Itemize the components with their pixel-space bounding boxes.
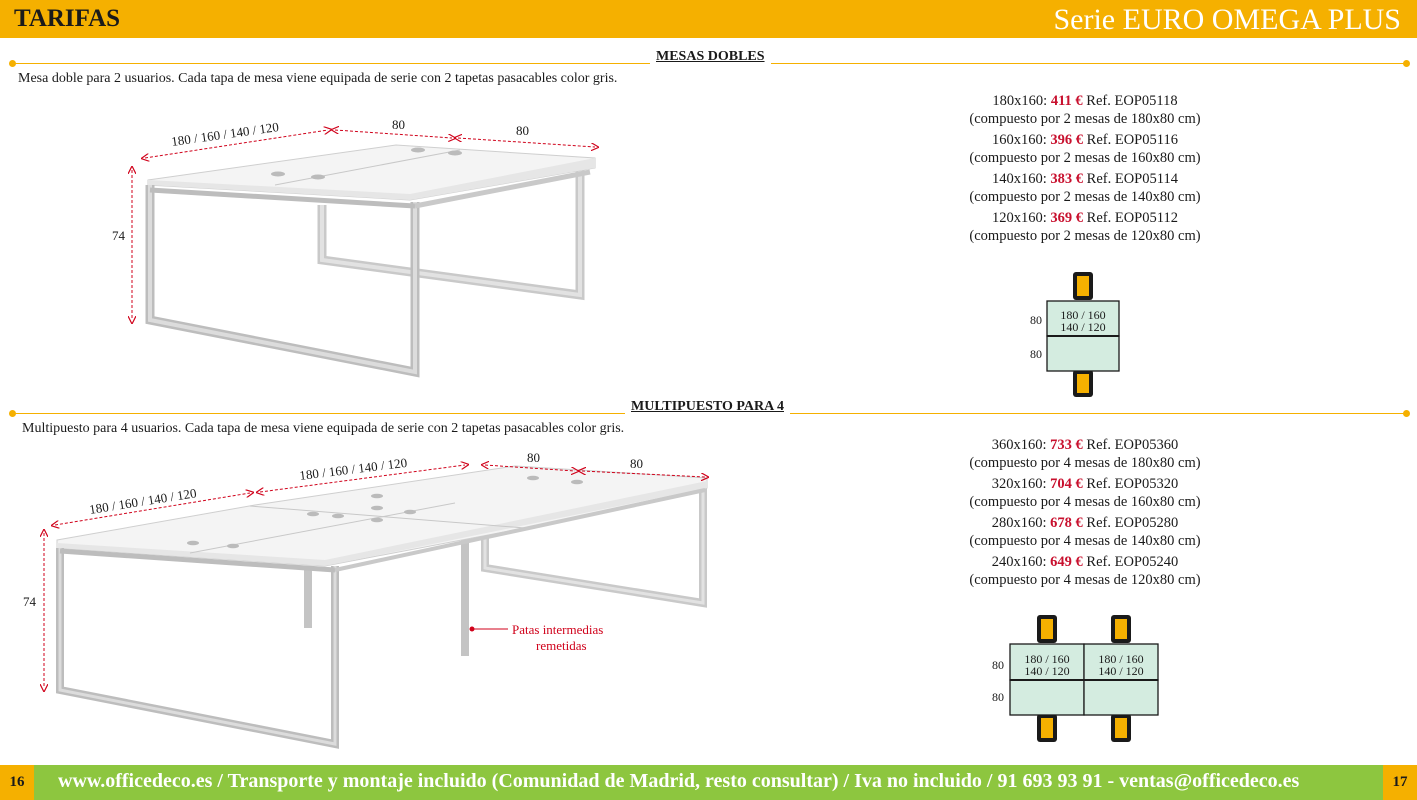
footer-contact-text: www.officedeco.es / Transporte y montaje…: [58, 770, 1300, 792]
dim-width: 180 / 160 / 140 / 120: [170, 119, 279, 149]
price-size: 240x160:: [991, 554, 1047, 570]
price-value: 369 €: [1050, 210, 1084, 226]
plan-size-line1: 180 / 160: [1060, 308, 1105, 322]
price-ref: Ref. EOP05360: [1086, 437, 1179, 453]
price-value: 411 €: [1050, 93, 1083, 109]
price-ref: Ref. EOP05240: [1086, 554, 1179, 570]
price-size: 360x160:: [991, 437, 1047, 453]
price-size: 280x160:: [991, 515, 1047, 531]
price-ref: Ref. EOP05320: [1086, 476, 1179, 492]
page-number-right: 17: [1383, 765, 1417, 800]
dim-depth-b: 80: [516, 123, 529, 138]
header-title: TARIFAS: [14, 5, 121, 32]
price-value: 733 €: [1050, 437, 1083, 453]
price-detail: (compuesto por 4 mesas de 180x80 cm): [969, 454, 1201, 471]
plan-dim-a: 80: [992, 658, 1004, 672]
section2-price-list: 360x160: 733 € Ref. EOP05360 (compuesto …: [940, 437, 1230, 593]
plan-dim-a: 80: [1030, 313, 1042, 327]
price-size: 120x160:: [992, 210, 1047, 226]
callout-line1: Patas intermedias: [512, 622, 603, 637]
dim-depth-b: 80: [630, 456, 643, 471]
dim-width-a: 180 / 160 / 140 / 120: [88, 485, 197, 517]
price-value: 704 €: [1050, 476, 1083, 492]
price-item: 180x160: 411 € Ref. EOP05118 (compuesto …: [940, 93, 1230, 128]
plan-size-line2: 140 / 120: [1060, 320, 1105, 334]
page-footer: 16 www.officedeco.es / Transporte y mont…: [0, 765, 1417, 800]
price-detail: (compuesto por 4 mesas de 160x80 cm): [969, 493, 1201, 510]
callout-line2: remetidas: [536, 638, 587, 653]
price-ref: Ref. EOP05280: [1086, 515, 1179, 531]
page-number-left: 16: [0, 765, 34, 800]
price-ref: Ref. EOP05112: [1086, 210, 1178, 226]
price-detail: (compuesto por 2 mesas de 140x80 cm): [969, 188, 1201, 205]
price-value: 396 €: [1050, 132, 1084, 148]
dim-depth-a: 80: [527, 450, 540, 465]
price-size: 180x160:: [992, 93, 1048, 109]
section1-description: Mesa doble para 2 usuarios. Cada tapa de…: [18, 71, 618, 86]
price-ref: Ref. EOP05116: [1086, 132, 1178, 148]
dim-height: 74: [23, 594, 37, 609]
section1-title: MESAS DOBLES: [650, 49, 771, 65]
plan-size-line3: 180 / 160: [1098, 652, 1143, 666]
plan-size-line2: 140 / 120: [1024, 664, 1069, 678]
price-detail: (compuesto por 2 mesas de 160x80 cm): [969, 149, 1201, 166]
price-item: 320x160: 704 € Ref. EOP05320 (compuesto …: [940, 476, 1230, 511]
price-detail: (compuesto por 4 mesas de 140x80 cm): [969, 532, 1201, 549]
section2-title: MULTIPUESTO PARA 4: [625, 399, 790, 415]
price-ref: Ref. EOP05118: [1086, 93, 1178, 109]
price-item: 240x160: 649 € Ref. EOP05240 (compuesto …: [940, 554, 1230, 589]
price-size: 160x160:: [992, 132, 1047, 148]
price-item: 280x160: 678 € Ref. EOP05280 (compuesto …: [940, 515, 1230, 550]
multipuesto-drawing: 180 / 160 / 140 / 120 180 / 160 / 140 / …: [23, 450, 725, 749]
price-detail: (compuesto por 4 mesas de 120x80 cm): [969, 571, 1201, 588]
price-detail: (compuesto por 2 mesas de 120x80 cm): [969, 227, 1201, 244]
price-item: 160x160: 396 € Ref. EOP05116 (compuesto …: [940, 132, 1230, 167]
section2-description: Multipuesto para 4 usuarios. Cada tapa d…: [22, 421, 625, 436]
dim-height: 74: [112, 228, 126, 243]
plan-size-line4: 140 / 120: [1098, 664, 1143, 678]
dim-width-b: 180 / 160 / 140 / 120: [299, 455, 408, 483]
price-detail: (compuesto por 2 mesas de 180x80 cm): [969, 110, 1201, 127]
plan-dim-b: 80: [1030, 347, 1042, 361]
price-size: 140x160:: [992, 171, 1047, 187]
plan-dim-b: 80: [992, 690, 1004, 704]
dim-depth-a: 80: [392, 117, 405, 132]
price-item: 140x160: 383 € Ref. EOP05114 (compuesto …: [940, 171, 1230, 206]
price-item: 120x160: 369 € Ref. EOP05112 (compuesto …: [940, 210, 1230, 245]
page-header: TARIFAS Serie EURO OMEGA PLUS: [0, 0, 1417, 38]
double-desk-plan: 180 / 160 140 / 120 80 80: [1030, 272, 1120, 397]
multipuesto-plan: 180 / 160 140 / 120 180 / 160 140 / 120 …: [992, 615, 1159, 742]
section1-price-list: 180x160: 411 € Ref. EOP05118 (compuesto …: [940, 93, 1230, 249]
series-title: Serie EURO OMEGA PLUS: [1053, 3, 1401, 36]
plan-size-line1: 180 / 160: [1024, 652, 1069, 666]
price-item: 360x160: 733 € Ref. EOP05360 (compuesto …: [940, 437, 1230, 472]
price-value: 649 €: [1050, 554, 1083, 570]
price-ref: Ref. EOP05114: [1086, 171, 1178, 187]
price-value: 678 €: [1050, 515, 1083, 531]
price-value: 383 €: [1050, 171, 1084, 187]
price-size: 320x160:: [991, 476, 1047, 492]
double-desk-drawing: 180 / 160 / 140 / 120 80 80 74: [112, 117, 620, 378]
